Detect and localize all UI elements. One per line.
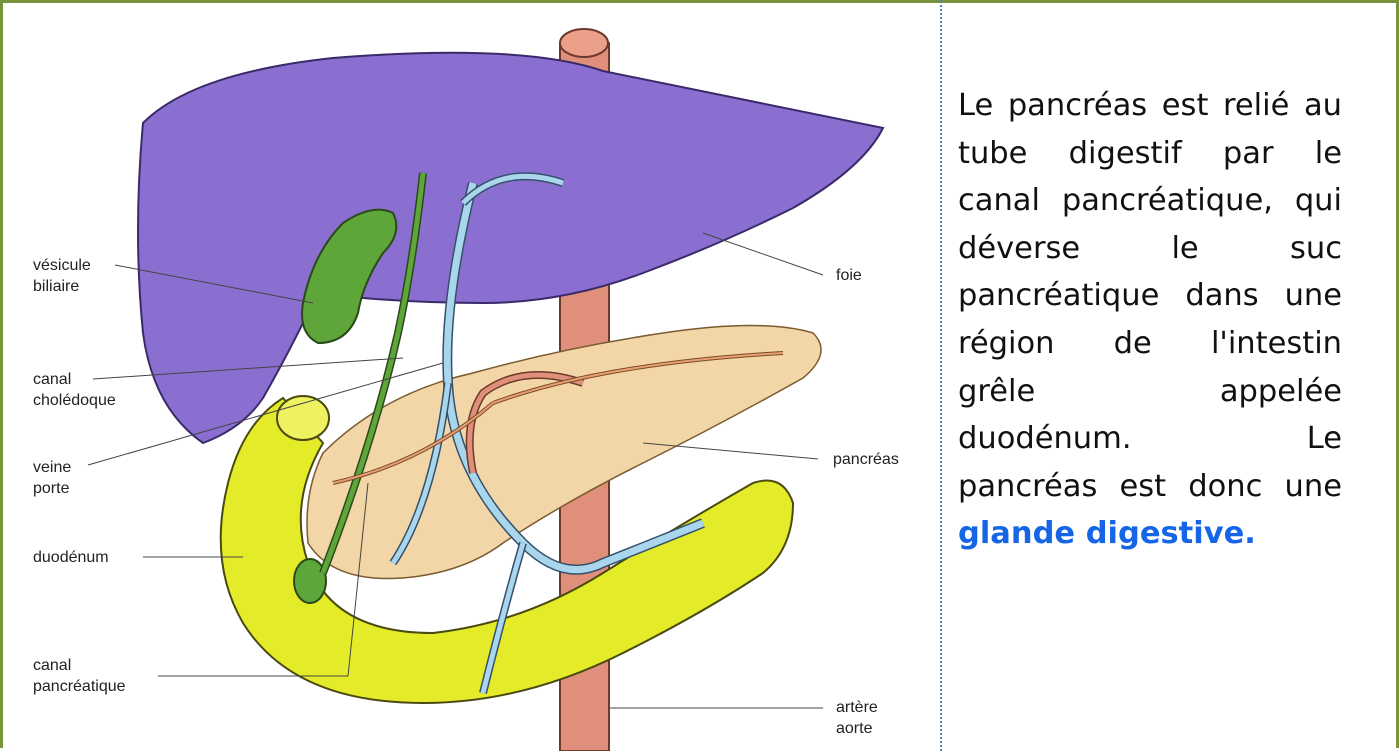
label-foie: foie bbox=[836, 265, 862, 286]
text-line-7: grêle appelée bbox=[958, 368, 1342, 416]
duodenum-opening bbox=[277, 396, 329, 440]
text-line-9: pancréas est donc une bbox=[958, 463, 1342, 511]
label-biliaire: biliaire bbox=[33, 276, 79, 297]
label-pancreas: pancréas bbox=[833, 449, 899, 470]
pancreas-diagram: vésicule biliaire canal cholédoque veine… bbox=[3, 3, 940, 751]
text-line-2: tube digestif par le bbox=[958, 130, 1342, 178]
label-aorte: aorte bbox=[836, 718, 872, 739]
label-duodenum: duodénum bbox=[33, 547, 109, 568]
text-line-1: Le pancréas est relié au bbox=[958, 82, 1342, 130]
text-line-4: déverse le suc bbox=[958, 225, 1342, 273]
text-line-3: canal pancréatique, qui bbox=[958, 177, 1342, 225]
column-divider bbox=[940, 0, 942, 751]
label-canal-pancreatique: canal bbox=[33, 655, 71, 676]
label-porte: porte bbox=[33, 478, 69, 499]
text-line-6: région de l'intestin bbox=[958, 320, 1342, 368]
label-canal-choledoque: canal bbox=[33, 369, 71, 390]
label-veine: veine bbox=[33, 457, 71, 478]
text-line-8: duodénum. Le bbox=[958, 415, 1342, 463]
highlight-glande-digestive: glande digestive. bbox=[958, 510, 1342, 558]
explanation-text: Le pancréas est relié au tube digestif p… bbox=[958, 82, 1342, 558]
label-artere: artère bbox=[836, 697, 878, 718]
label-vesicule: vésicule bbox=[33, 255, 91, 276]
text-line-5: pancréatique dans une bbox=[958, 272, 1342, 320]
label-choledoque: cholédoque bbox=[33, 390, 116, 411]
label-pancreatique: pancréatique bbox=[33, 676, 126, 697]
ampulla bbox=[294, 559, 326, 603]
aorta-top bbox=[560, 29, 608, 57]
